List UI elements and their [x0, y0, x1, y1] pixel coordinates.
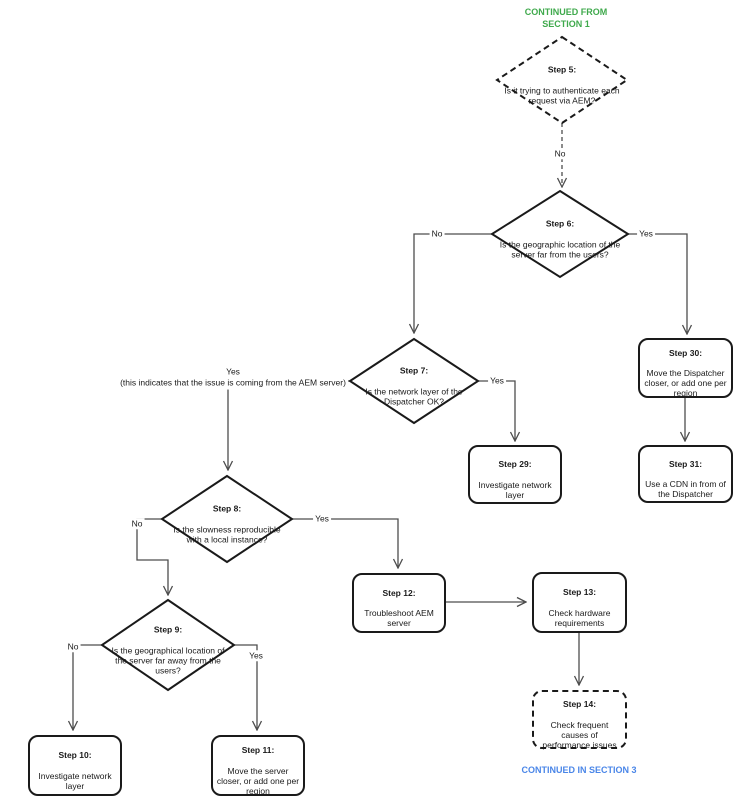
edge-step8-yes-to-step12 [292, 518, 398, 568]
step5-text: Step 5: Is it trying to authenticate eac… [504, 55, 619, 106]
edge-label-step7-yes: Yes [488, 375, 506, 387]
edge-label-step8-no: No [129, 518, 145, 530]
continued-from-section1-note: CONTINUED FROM SECTION 1 [524, 7, 608, 29]
step10-label: Step 10: [58, 750, 92, 761]
step29-label: Step 29: [498, 459, 532, 470]
step14-label: Step 14: [562, 699, 597, 710]
step31-action: Use a CDN in from of the Dispatcher [645, 479, 726, 500]
step6-text: Step 6: Is the geographic location of th… [500, 209, 621, 260]
step6-decision-diamond [490, 189, 630, 279]
edge-step9-no-to-step10 [73, 644, 102, 730]
step12-label: Step 12: [382, 587, 416, 598]
step5-label: Step 5: [547, 64, 577, 75]
step9-question: Is the geographical location of the serv… [111, 645, 225, 676]
step8-question: Is the slowness reproducible with a loca… [173, 524, 281, 545]
step6-label: Step 6: [545, 218, 575, 229]
step5-decision-diamond [495, 35, 629, 125]
step30-action: Move the Dispatcher closer, or add one p… [644, 368, 727, 399]
edge-step7-yes-to-step8 [228, 380, 350, 470]
step29-process-box: Step 29: Investigate network layer [468, 445, 562, 504]
step8-label: Step 8: [212, 503, 242, 514]
edge-label-step6-yes: Yes [637, 228, 655, 240]
edge-label-step8-yes: Yes [313, 513, 331, 525]
step30-process-box: Step 30: Move the Dispatcher closer, or … [638, 338, 733, 398]
step6-question: Is the geographic location of the server… [499, 239, 621, 260]
edge-label-step6-no: No [429, 228, 445, 240]
step13-label: Step 13: [562, 587, 597, 598]
step7-question: Is the network layer of the Dispatcher O… [365, 386, 463, 407]
edge-label-step9-yes: Yes [247, 650, 265, 662]
edge-label-step7-yes-note: Yes (this indicates that the issue is co… [118, 366, 348, 390]
step9-text: Step 9: Is the geographical location of … [111, 614, 225, 676]
step7-text: Step 7: Is the network layer of the Disp… [365, 356, 462, 407]
step10-process-box: Step 10: Investigate network layer [28, 735, 122, 796]
step31-process-box: Step 31: Use a CDN in from of the Dispat… [638, 445, 733, 503]
edge-label-step5-no: No [552, 148, 568, 160]
step7-decision-diamond [348, 337, 480, 425]
step31-label: Step 31: [668, 458, 703, 469]
continued-in-section3-note: CONTINUED IN SECTION 3 [521, 765, 637, 775]
step9-label: Step 9: [153, 624, 183, 635]
step10-action: Investigate network layer [38, 770, 112, 791]
step9-decision-diamond [100, 598, 236, 692]
edge-step6-no-to-step7 [414, 233, 492, 333]
step14-action: Check frequent causes of performance iss… [542, 719, 617, 750]
step13-process-box: Step 13: Check hardware requirements [532, 572, 627, 633]
edge-step7-yes-to-step29 [478, 380, 515, 441]
step11-action: Move the server closer, or add one per r… [216, 765, 300, 796]
step8-text: Step 8: Is the slowness reproducible wit… [173, 494, 280, 545]
step11-label: Step 11: [241, 745, 275, 756]
edge-step8-no-to-step9 [136, 518, 168, 595]
step11-process-box: Step 11: Move the server closer, or add … [211, 735, 305, 796]
step29-action: Investigate network layer [478, 479, 552, 500]
step8-decision-diamond [160, 474, 294, 564]
step30-label: Step 30: [668, 347, 703, 358]
edge-label-step9-no: No [65, 641, 81, 653]
step13-action: Check hardware requirements [548, 607, 611, 628]
edge-step9-yes-to-step11 [234, 644, 257, 730]
step7-label: Step 7: [399, 365, 429, 376]
edge-step6-yes-to-step30 [628, 233, 687, 334]
step14-process-box: Step 14: Check frequent causes of perfor… [532, 690, 627, 750]
step5-question: Is it trying to authenticate each reques… [504, 85, 620, 106]
step12-process-box: Step 12: Troubleshoot AEM server [352, 573, 446, 633]
step12-action: Troubleshoot AEM server [364, 608, 434, 629]
